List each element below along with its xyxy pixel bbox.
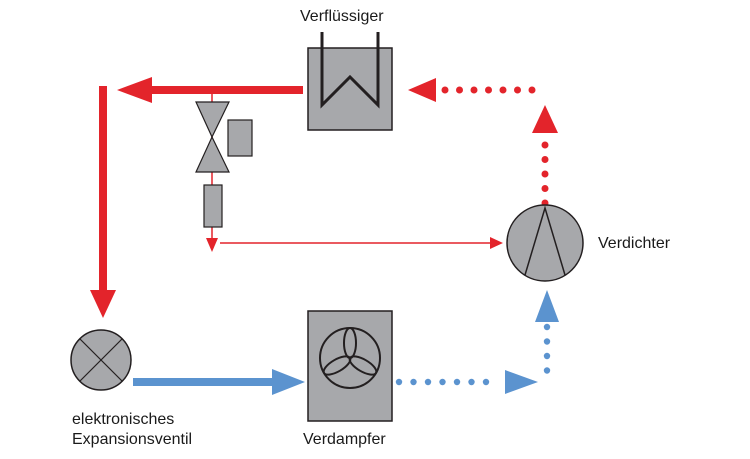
evaporator [307,310,393,422]
flow-dot [441,86,449,94]
flow-dot [514,86,521,94]
flow-dot [453,378,461,386]
evaporator-label: Verdampfer [303,431,386,448]
fan-icon [319,327,381,389]
filter-drier [203,184,223,228]
arrow-right-icon [505,370,538,394]
flow-dot [541,141,549,149]
flow-dot [410,378,417,386]
flow-dot [499,86,507,94]
flow-dot [468,378,475,386]
flow-dot [543,352,551,360]
flow-dot [395,378,403,386]
expansion-valve-label-line2: Expansionsventil [72,431,193,448]
arrow-left-icon [408,78,436,102]
flow-dot [424,378,432,386]
flow-dot [541,156,549,163]
condenser [307,32,393,131]
flow-dot [528,86,536,94]
flow-dot [543,323,551,331]
compressor-label: Verdichter [598,235,671,252]
compressor [506,204,584,282]
hot-dotted-line [408,78,558,207]
expansion-valve-label-line1: elektronisches [72,411,175,428]
arrow-right-icon [272,369,305,395]
arrow-down-icon [90,290,116,318]
flow-dot [485,86,492,94]
flow-dot [439,378,446,386]
flow-dot [541,185,549,192]
arrow-left-icon [117,77,152,103]
cold-liquid-line [133,369,305,395]
flow-dot [543,338,551,345]
flow-dot [456,86,463,94]
solenoid-valve [195,101,253,173]
flow-dot [541,170,549,178]
flow-dot [543,367,551,374]
hot-gas-line [90,77,303,318]
flow-dot [470,86,478,94]
arrow-up-icon [535,290,559,322]
arrow-up-icon [532,105,558,133]
flow-dot [482,378,490,386]
cold-dotted-line [395,290,559,394]
expansion-valve [70,329,132,391]
condenser-label: Verflüssiger [300,8,384,25]
